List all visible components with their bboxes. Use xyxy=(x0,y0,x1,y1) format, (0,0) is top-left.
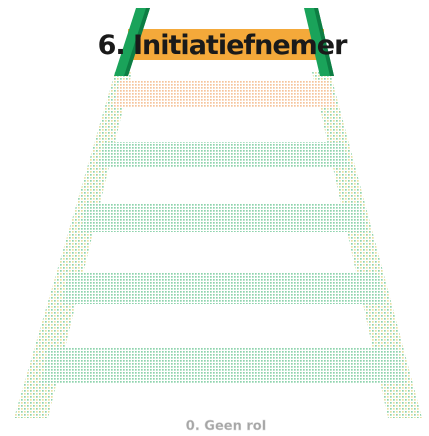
rung-1 xyxy=(41,348,405,384)
rung-3 xyxy=(80,204,367,232)
rung-4 xyxy=(98,142,350,168)
step-6-label: 6. Initiatiefnemer xyxy=(98,30,349,61)
rung-5 xyxy=(113,80,336,108)
rung-2 xyxy=(62,272,385,304)
step-0-label: 0. Geen rol xyxy=(186,419,266,434)
